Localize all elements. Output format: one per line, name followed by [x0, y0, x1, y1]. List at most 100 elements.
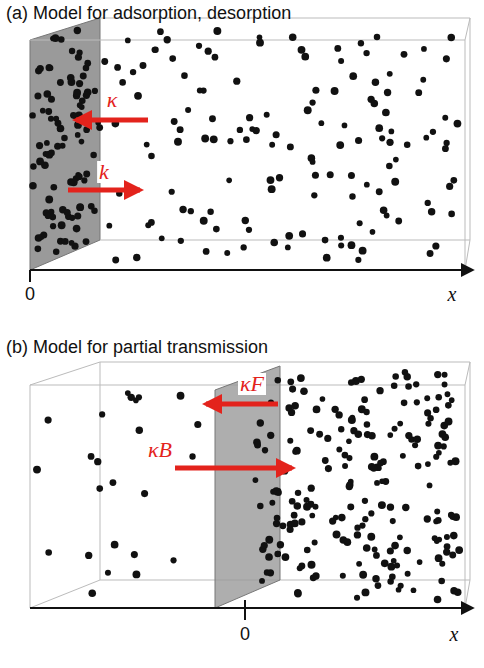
particle	[299, 563, 306, 570]
particle	[358, 40, 364, 46]
particle	[267, 569, 274, 576]
particle	[386, 139, 393, 146]
particle	[432, 242, 439, 249]
particle	[391, 542, 399, 550]
particle	[159, 235, 165, 241]
particle	[57, 126, 63, 132]
particle	[270, 239, 278, 247]
particle	[448, 512, 454, 518]
particle	[177, 126, 184, 133]
particle	[224, 250, 230, 256]
particle	[368, 510, 374, 516]
particle	[243, 136, 250, 143]
particle	[404, 547, 411, 554]
particle	[52, 34, 60, 42]
particle	[164, 36, 171, 43]
particle	[269, 142, 275, 148]
particle	[375, 124, 383, 132]
particle	[67, 74, 75, 82]
particle	[417, 559, 423, 565]
particle	[414, 436, 421, 443]
particle	[359, 523, 365, 529]
particle	[141, 490, 148, 497]
particle	[140, 62, 147, 69]
particle	[70, 112, 77, 119]
particle	[88, 453, 95, 460]
particle	[427, 415, 433, 421]
particle	[207, 208, 213, 214]
particle	[323, 254, 331, 262]
particle	[210, 135, 218, 143]
particle	[74, 212, 81, 219]
particle	[64, 209, 71, 216]
particle	[80, 73, 87, 80]
particle	[53, 116, 59, 122]
particle	[331, 87, 339, 95]
particle	[386, 163, 393, 170]
particle	[76, 80, 83, 87]
particle	[293, 447, 301, 455]
particle	[338, 235, 344, 241]
particle	[312, 172, 319, 179]
particle	[79, 139, 85, 145]
particle	[157, 28, 164, 35]
particle	[265, 536, 273, 544]
particle	[62, 238, 69, 245]
particle	[212, 54, 219, 61]
axis-origin: 0	[240, 625, 250, 643]
rate-symbol: κF	[238, 373, 266, 395]
particle	[313, 406, 321, 414]
particle	[83, 171, 90, 178]
particle	[413, 381, 419, 387]
particle	[242, 217, 249, 224]
particle	[372, 79, 379, 86]
particle	[304, 547, 311, 554]
particle	[391, 178, 399, 186]
particle	[442, 115, 448, 121]
particle	[257, 503, 264, 510]
particle	[312, 87, 319, 94]
particle	[75, 132, 81, 138]
box-a	[30, 18, 470, 270]
rate-arrow	[76, 118, 148, 123]
particle	[455, 546, 463, 554]
particle	[276, 490, 282, 496]
particle	[106, 223, 112, 229]
particle	[384, 89, 391, 96]
particle	[201, 135, 209, 143]
particle	[379, 135, 385, 141]
particle	[90, 152, 96, 158]
particle	[136, 426, 143, 433]
axis-origin: 0	[25, 285, 35, 303]
particle	[69, 240, 75, 246]
particle	[405, 383, 412, 390]
particle	[444, 534, 450, 540]
particle	[338, 242, 344, 248]
particle	[29, 182, 36, 189]
particle	[45, 416, 52, 423]
particle	[349, 193, 355, 199]
particle	[310, 159, 316, 165]
particle	[376, 387, 383, 394]
particle	[397, 534, 403, 540]
particle	[346, 455, 352, 461]
particle	[333, 515, 339, 521]
particle	[88, 589, 96, 597]
particle	[226, 178, 232, 184]
particle	[441, 433, 449, 441]
particle	[442, 372, 448, 378]
particle	[112, 257, 119, 264]
particle	[83, 238, 90, 245]
panel-title: (b) Model for partial transmission	[6, 338, 268, 356]
particle	[287, 143, 294, 150]
particle	[381, 559, 389, 567]
particle	[387, 432, 393, 438]
particle	[287, 378, 294, 385]
particle	[169, 189, 175, 195]
particle	[445, 418, 453, 426]
particle	[49, 214, 56, 221]
particle	[415, 89, 422, 96]
particle	[427, 482, 433, 488]
particle	[428, 208, 435, 215]
